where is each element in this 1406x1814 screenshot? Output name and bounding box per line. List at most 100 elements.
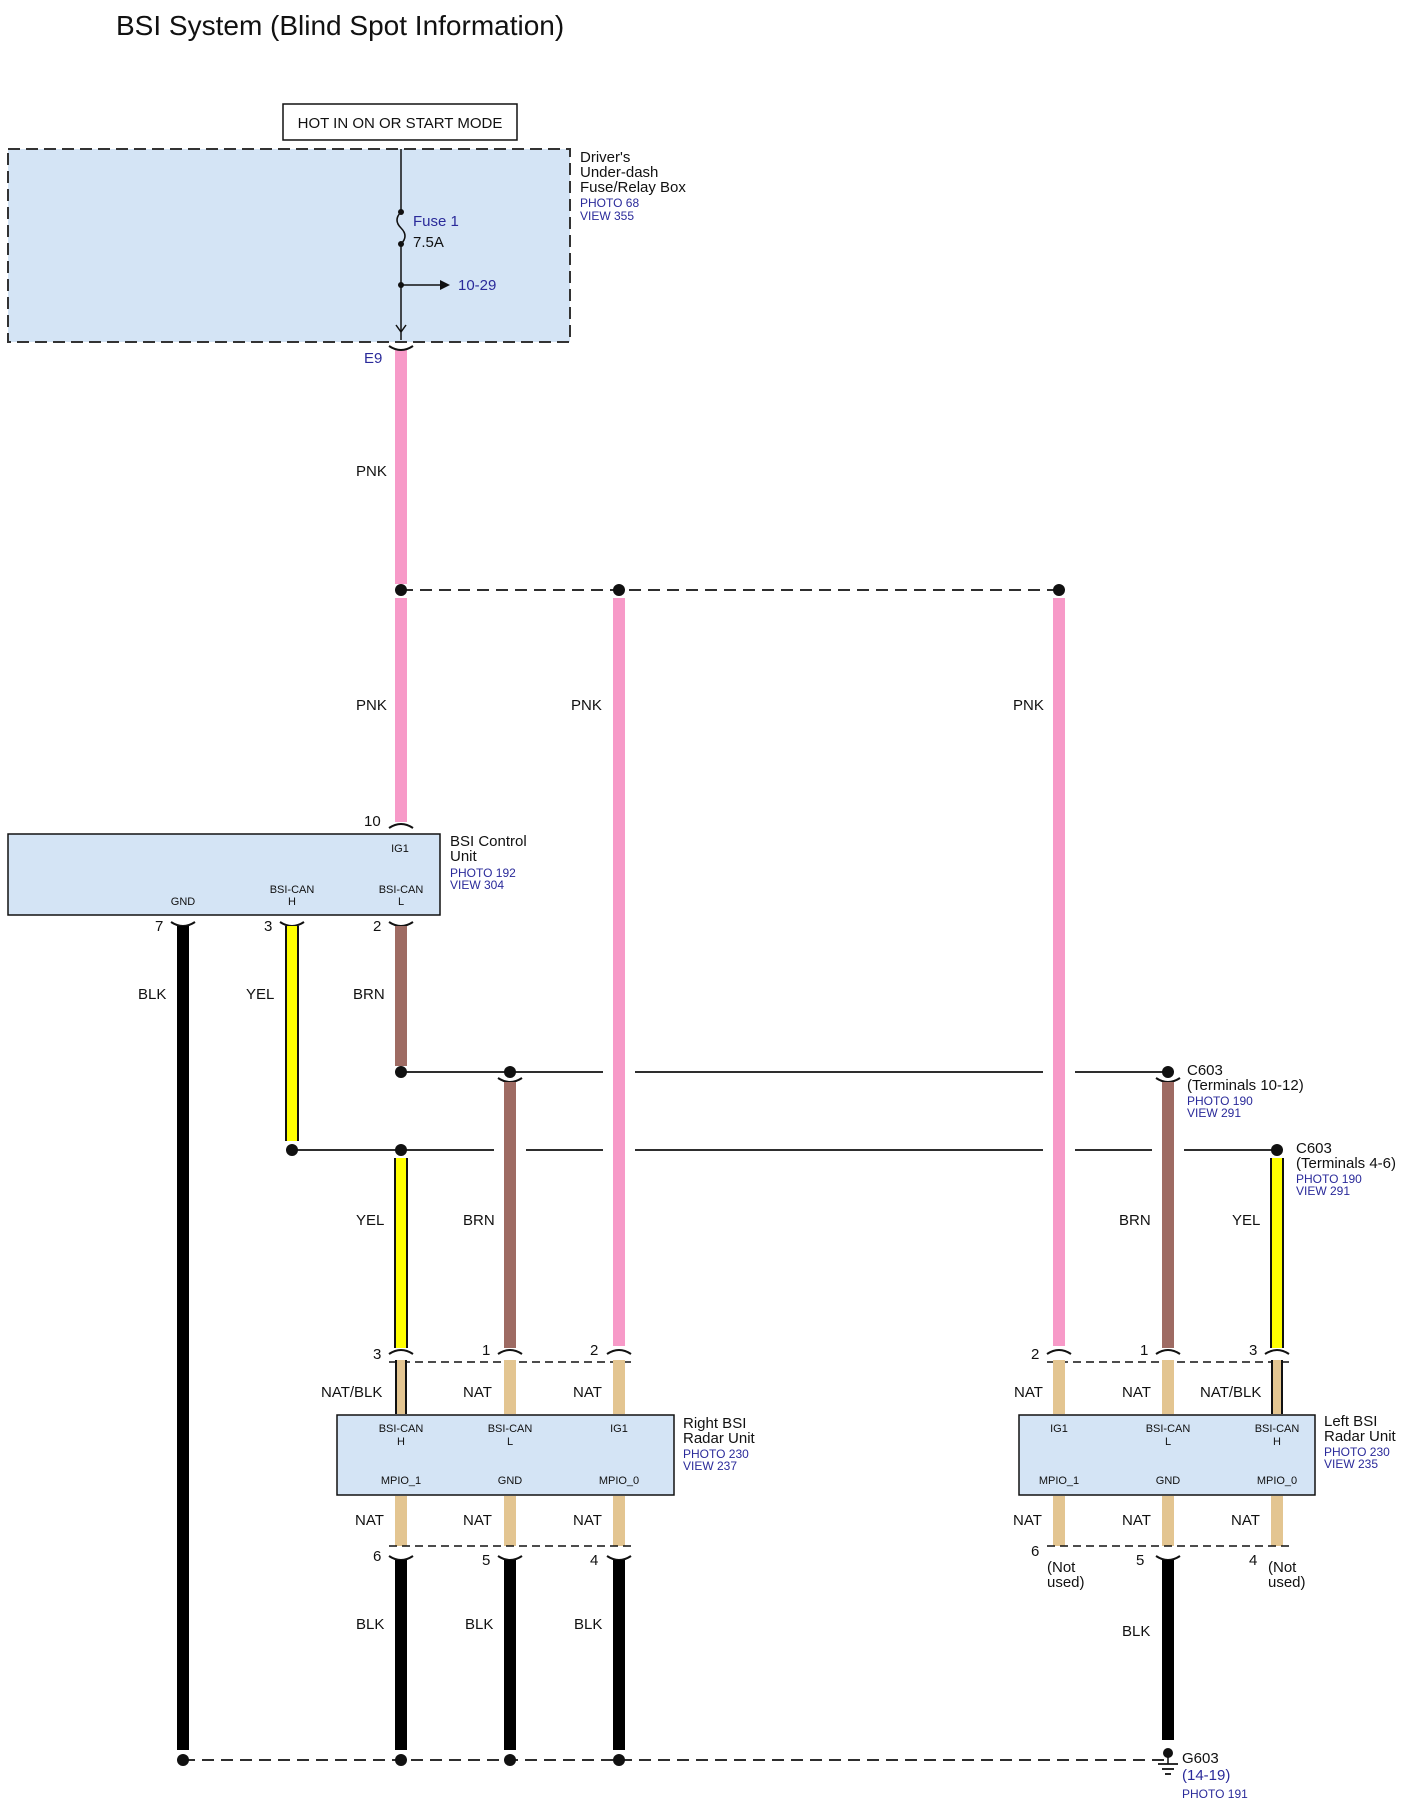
right-top-wire-1: NAT/BLK [321,1384,382,1401]
wire-label-yel-3: YEL [1232,1212,1260,1229]
control-unit-view: VIEW 304 [450,878,504,892]
left-bottom-pin-3-num: 4 [1249,1552,1257,1569]
ground-photo: PHOTO 191 [1182,1787,1248,1801]
splice-node-3 [1053,584,1065,596]
control-pin-canl-label-1: BSI-CAN [379,884,424,896]
left-bottom-pin-2-num: 5 [1136,1552,1144,1569]
left-top-wire-1: NAT [1014,1384,1043,1401]
right-radar-view: VIEW 237 [683,1459,737,1473]
ground-node-2 [395,1754,407,1766]
can-h-node-control [286,1144,298,1156]
connector-left-canl-upper [1155,1077,1181,1083]
left-bottom-wire-1: NAT [1013,1512,1042,1529]
left-top-wire-2: NAT [1122,1384,1151,1401]
right-bottom-pin-2-num: 5 [482,1552,490,1569]
wire-label-yel-2: YEL [356,1212,384,1229]
ground-name: G603 [1182,1750,1219,1767]
fuse-box-name-1: Driver's [580,149,630,166]
ground-icon [1158,1753,1178,1775]
branch-ref: 10-29 [458,277,496,294]
left-not-used-1a: (Not [1047,1559,1076,1576]
c603-upper-photo: PHOTO 190 [1187,1094,1253,1108]
terminal-e9: E9 [364,350,382,367]
wire-label-pnk-4: PNK [1013,697,1044,714]
right-bottom-connector-3 [606,1555,632,1561]
fuse-box-view: VIEW 355 [580,209,634,223]
control-pin-gnd-label: GND [171,896,196,908]
right-top-connector-2 [497,1349,523,1355]
can-h-node-c603 [1271,1144,1283,1156]
right-bottom-wire-1: NAT [355,1512,384,1529]
left-bottom-wire-3: NAT [1231,1512,1260,1529]
wire-label-brn-3: BRN [1119,1212,1151,1229]
right-top-pin-2-num: 1 [482,1342,490,1359]
fuse-box-name-2: Under-dash [580,164,658,181]
left-not-used-3a: (Not [1268,1559,1297,1576]
connector-control-ig1 [388,823,414,829]
c603-lower-detail: (Terminals 4-6) [1296,1155,1396,1172]
power-note: HOT IN ON OR START MODE [298,115,503,132]
c603-upper-detail: (Terminals 10-12) [1187,1077,1304,1094]
ground-node-4 [613,1754,625,1766]
left-radar-photo: PHOTO 230 [1324,1445,1390,1459]
right-radar-pin-gnd: GND [498,1475,523,1487]
control-pin-canh-label-1: BSI-CAN [270,884,315,896]
c603-upper-view: VIEW 291 [1187,1106,1241,1120]
fuse-output-arrow [395,324,407,333]
left-bottom-connector-2 [1155,1555,1181,1561]
can-h-node-right [395,1144,407,1156]
c603-lower-name: C603 [1296,1140,1332,1157]
connector-control-canh [279,921,305,927]
left-radar-pin-canl-2: L [1165,1436,1171,1448]
wire-label-brn-1: BRN [353,986,385,1003]
fuse-rating: 7.5A [413,234,444,251]
right-bottom-pin-1-num: 6 [373,1548,381,1565]
left-radar-pin-mpio1: MPIO_1 [1039,1475,1079,1487]
wire-label-yel-1: YEL [246,986,274,1003]
connector-left-ig1 [1046,1349,1072,1355]
control-pin-canl-label-2: L [398,896,404,908]
left-bsi-radar-unit [1018,1414,1316,1496]
left-top-pin-3-num: 3 [1249,1342,1257,1359]
left-radar-pin-gnd: GND [1156,1475,1181,1487]
diagram-title: BSI System (Blind Spot Information) [116,10,564,41]
control-pin-ig1-label: IG1 [391,843,409,855]
connector-e9 [388,345,414,351]
wire-label-blk-4: BLK [574,1616,602,1633]
fuse-box-name-3: Fuse/Relay Box [580,179,686,196]
control-unit-photo: PHOTO 192 [450,866,516,880]
control-pin-canl-num: 2 [373,918,381,935]
right-top-wire-3: NAT [573,1384,602,1401]
left-radar-name-1: Left BSI [1324,1413,1377,1430]
power-note-box [282,103,518,141]
can-l-node-c603 [1162,1066,1174,1078]
right-radar-pin-canl-1: BSI-CAN [488,1423,533,1435]
control-pin-gnd-num: 7 [155,918,163,935]
c603-lower-photo: PHOTO 190 [1296,1172,1362,1186]
wire-label-blk-5: BLK [1122,1623,1150,1640]
right-radar-pin-mpio0: MPIO_0 [599,1475,639,1487]
right-top-pin-1-num: 3 [373,1346,381,1363]
can-l-node-right [504,1066,516,1078]
left-top-connector-2 [1155,1349,1181,1355]
left-radar-pin-ig1: IG1 [1050,1423,1068,1435]
left-radar-pin-canh-2: H [1273,1436,1281,1448]
fuse-name: Fuse 1 [413,213,459,230]
right-bottom-connector-2 [497,1555,523,1561]
wire-label-blk-2: BLK [356,1616,384,1633]
left-bottom-pin-1-num: 6 [1031,1543,1039,1560]
right-top-pin-3-num: 2 [590,1342,598,1359]
fuse-box-photo: PHOTO 68 [580,196,639,210]
left-radar-pin-canh-1: BSI-CAN [1255,1423,1300,1435]
fuse-node-top [398,209,404,215]
right-bottom-connector-1 [388,1555,414,1561]
left-radar-view: VIEW 235 [1324,1457,1378,1471]
control-pin-ig1-num: 10 [364,813,381,830]
control-unit-name-1: BSI Control [450,833,527,850]
right-bottom-wire-2: NAT [463,1512,492,1529]
branch-arrow [440,280,450,290]
right-bsi-radar-unit [336,1414,675,1496]
wire-label-blk-1: BLK [138,986,166,1003]
right-bottom-pin-3-num: 4 [590,1552,598,1569]
